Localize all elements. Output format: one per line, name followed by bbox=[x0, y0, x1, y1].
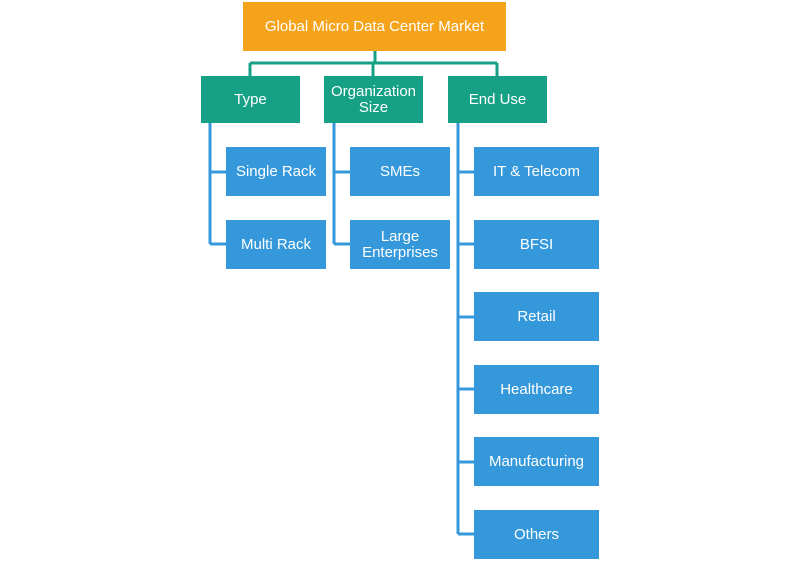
leaf-single-rack-label: Single Rack bbox=[235, 162, 317, 180]
category-end-use: End Use bbox=[448, 76, 547, 123]
leaf-multi-rack-label: Multi Rack bbox=[240, 235, 311, 253]
leaf-others: Others bbox=[474, 510, 599, 559]
leaf-single-rack: Single Rack bbox=[226, 147, 326, 196]
category-type: Type bbox=[201, 76, 300, 123]
leaf-manufacturing: Manufacturing bbox=[474, 437, 599, 486]
category-organization-size: Organization Size bbox=[324, 76, 423, 123]
leaf-retail: Retail bbox=[474, 292, 599, 341]
category-end-use-label: End Use bbox=[468, 90, 527, 108]
category-type-label: Type bbox=[234, 90, 267, 108]
leaf-bfsi: BFSI bbox=[474, 220, 599, 269]
leaf-bfsi-label: BFSI bbox=[519, 235, 554, 253]
leaf-healthcare-label: Healthcare bbox=[500, 380, 573, 398]
leaf-healthcare: Healthcare bbox=[474, 365, 599, 414]
leaf-retail-label: Retail bbox=[517, 307, 556, 325]
leaf-others-label: Others bbox=[513, 525, 559, 543]
leaf-it-telecom-label: IT & Telecom bbox=[493, 162, 580, 180]
leaf-it-telecom: IT & Telecom bbox=[474, 147, 599, 196]
root-node: Global Micro Data Center Market bbox=[243, 2, 506, 51]
leaf-large-enterprises: Large Enterprises bbox=[350, 220, 450, 269]
leaf-smes: SMEs bbox=[350, 147, 450, 196]
category-organization-size-label: Organization Size bbox=[330, 82, 417, 116]
leaf-large-enterprises-label: Large Enterprises bbox=[362, 227, 438, 261]
leaf-manufacturing-label: Manufacturing bbox=[488, 452, 585, 470]
leaf-smes-label: SMEs bbox=[379, 162, 420, 180]
leaf-multi-rack: Multi Rack bbox=[226, 220, 326, 269]
root-label: Global Micro Data Center Market bbox=[264, 17, 485, 35]
